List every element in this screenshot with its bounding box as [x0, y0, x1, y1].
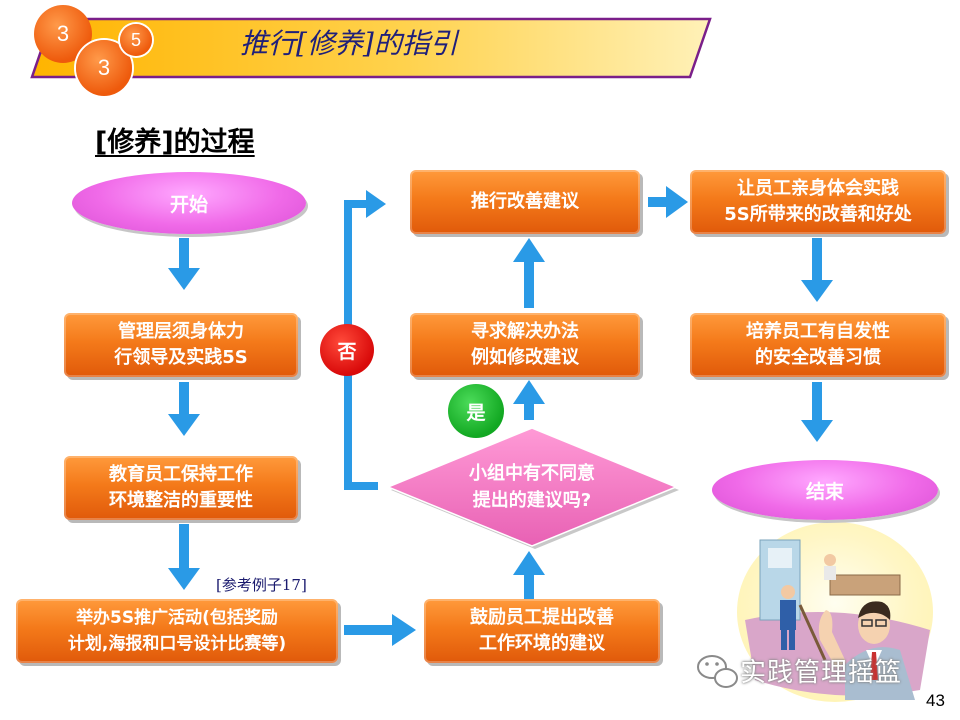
- step-seek-solutions: 寻求解决办法 例如修改建议: [410, 313, 640, 377]
- page-subtitle: [修养]的过程: [95, 127, 255, 158]
- step-cultivate-habits: 培养员工有自发性 的安全改善习惯: [690, 313, 946, 377]
- office-illustration: [737, 522, 933, 702]
- arrow-down-step1-step2: [168, 382, 200, 436]
- step-encourage-suggestions: 鼓励员工提出改善 工作环境的建议: [424, 599, 660, 663]
- arrow-right-step3-step4: [344, 614, 416, 646]
- header-title: 推行[修养]的指引: [240, 27, 458, 60]
- step-management-lead: 管理层须身体力 行领导及实践5S: [64, 313, 298, 377]
- page-number: 43: [926, 691, 945, 710]
- arrow-down-step7-step8: [801, 238, 833, 302]
- arrow-up-step4-decision: [513, 551, 545, 599]
- step-experience-benefits: 让员工亲身体会实践 5S所带来的改善和好处: [690, 170, 946, 234]
- header-band: [30, 17, 712, 79]
- arrow-up-decision-step5: [513, 380, 545, 420]
- end-oval: 结束: [712, 460, 938, 520]
- arrow-down-step2-step3: [168, 524, 200, 590]
- watermark-text: 实践管理摇篮: [740, 658, 903, 688]
- step-promotion-activities: 举办5S推广活动(包括奖励 计划,海报和口号设计比赛等): [16, 599, 338, 663]
- arrow-down-step8-end: [801, 382, 833, 442]
- arrow-up-step5-step6: [513, 238, 545, 308]
- wechat-logo-icon: [697, 655, 738, 688]
- step-educate-employees: 教育员工保持工作 环境整洁的重要性: [64, 456, 298, 520]
- section-badge-3: 5: [120, 24, 152, 56]
- step-implement-suggestions: 推行改善建议: [410, 170, 640, 234]
- no-tag: 否: [320, 324, 374, 376]
- decision-label: 小组中有不同意 提出的建议吗?: [469, 463, 595, 511]
- start-oval: 开始: [72, 172, 306, 234]
- arrow-right-step6-step7: [648, 186, 688, 218]
- reference-note: [参考例子17]: [216, 576, 307, 594]
- decision-diamond: [386, 427, 678, 547]
- yes-tag: 是: [448, 384, 504, 438]
- arrow-down-start-step1: [168, 238, 200, 290]
